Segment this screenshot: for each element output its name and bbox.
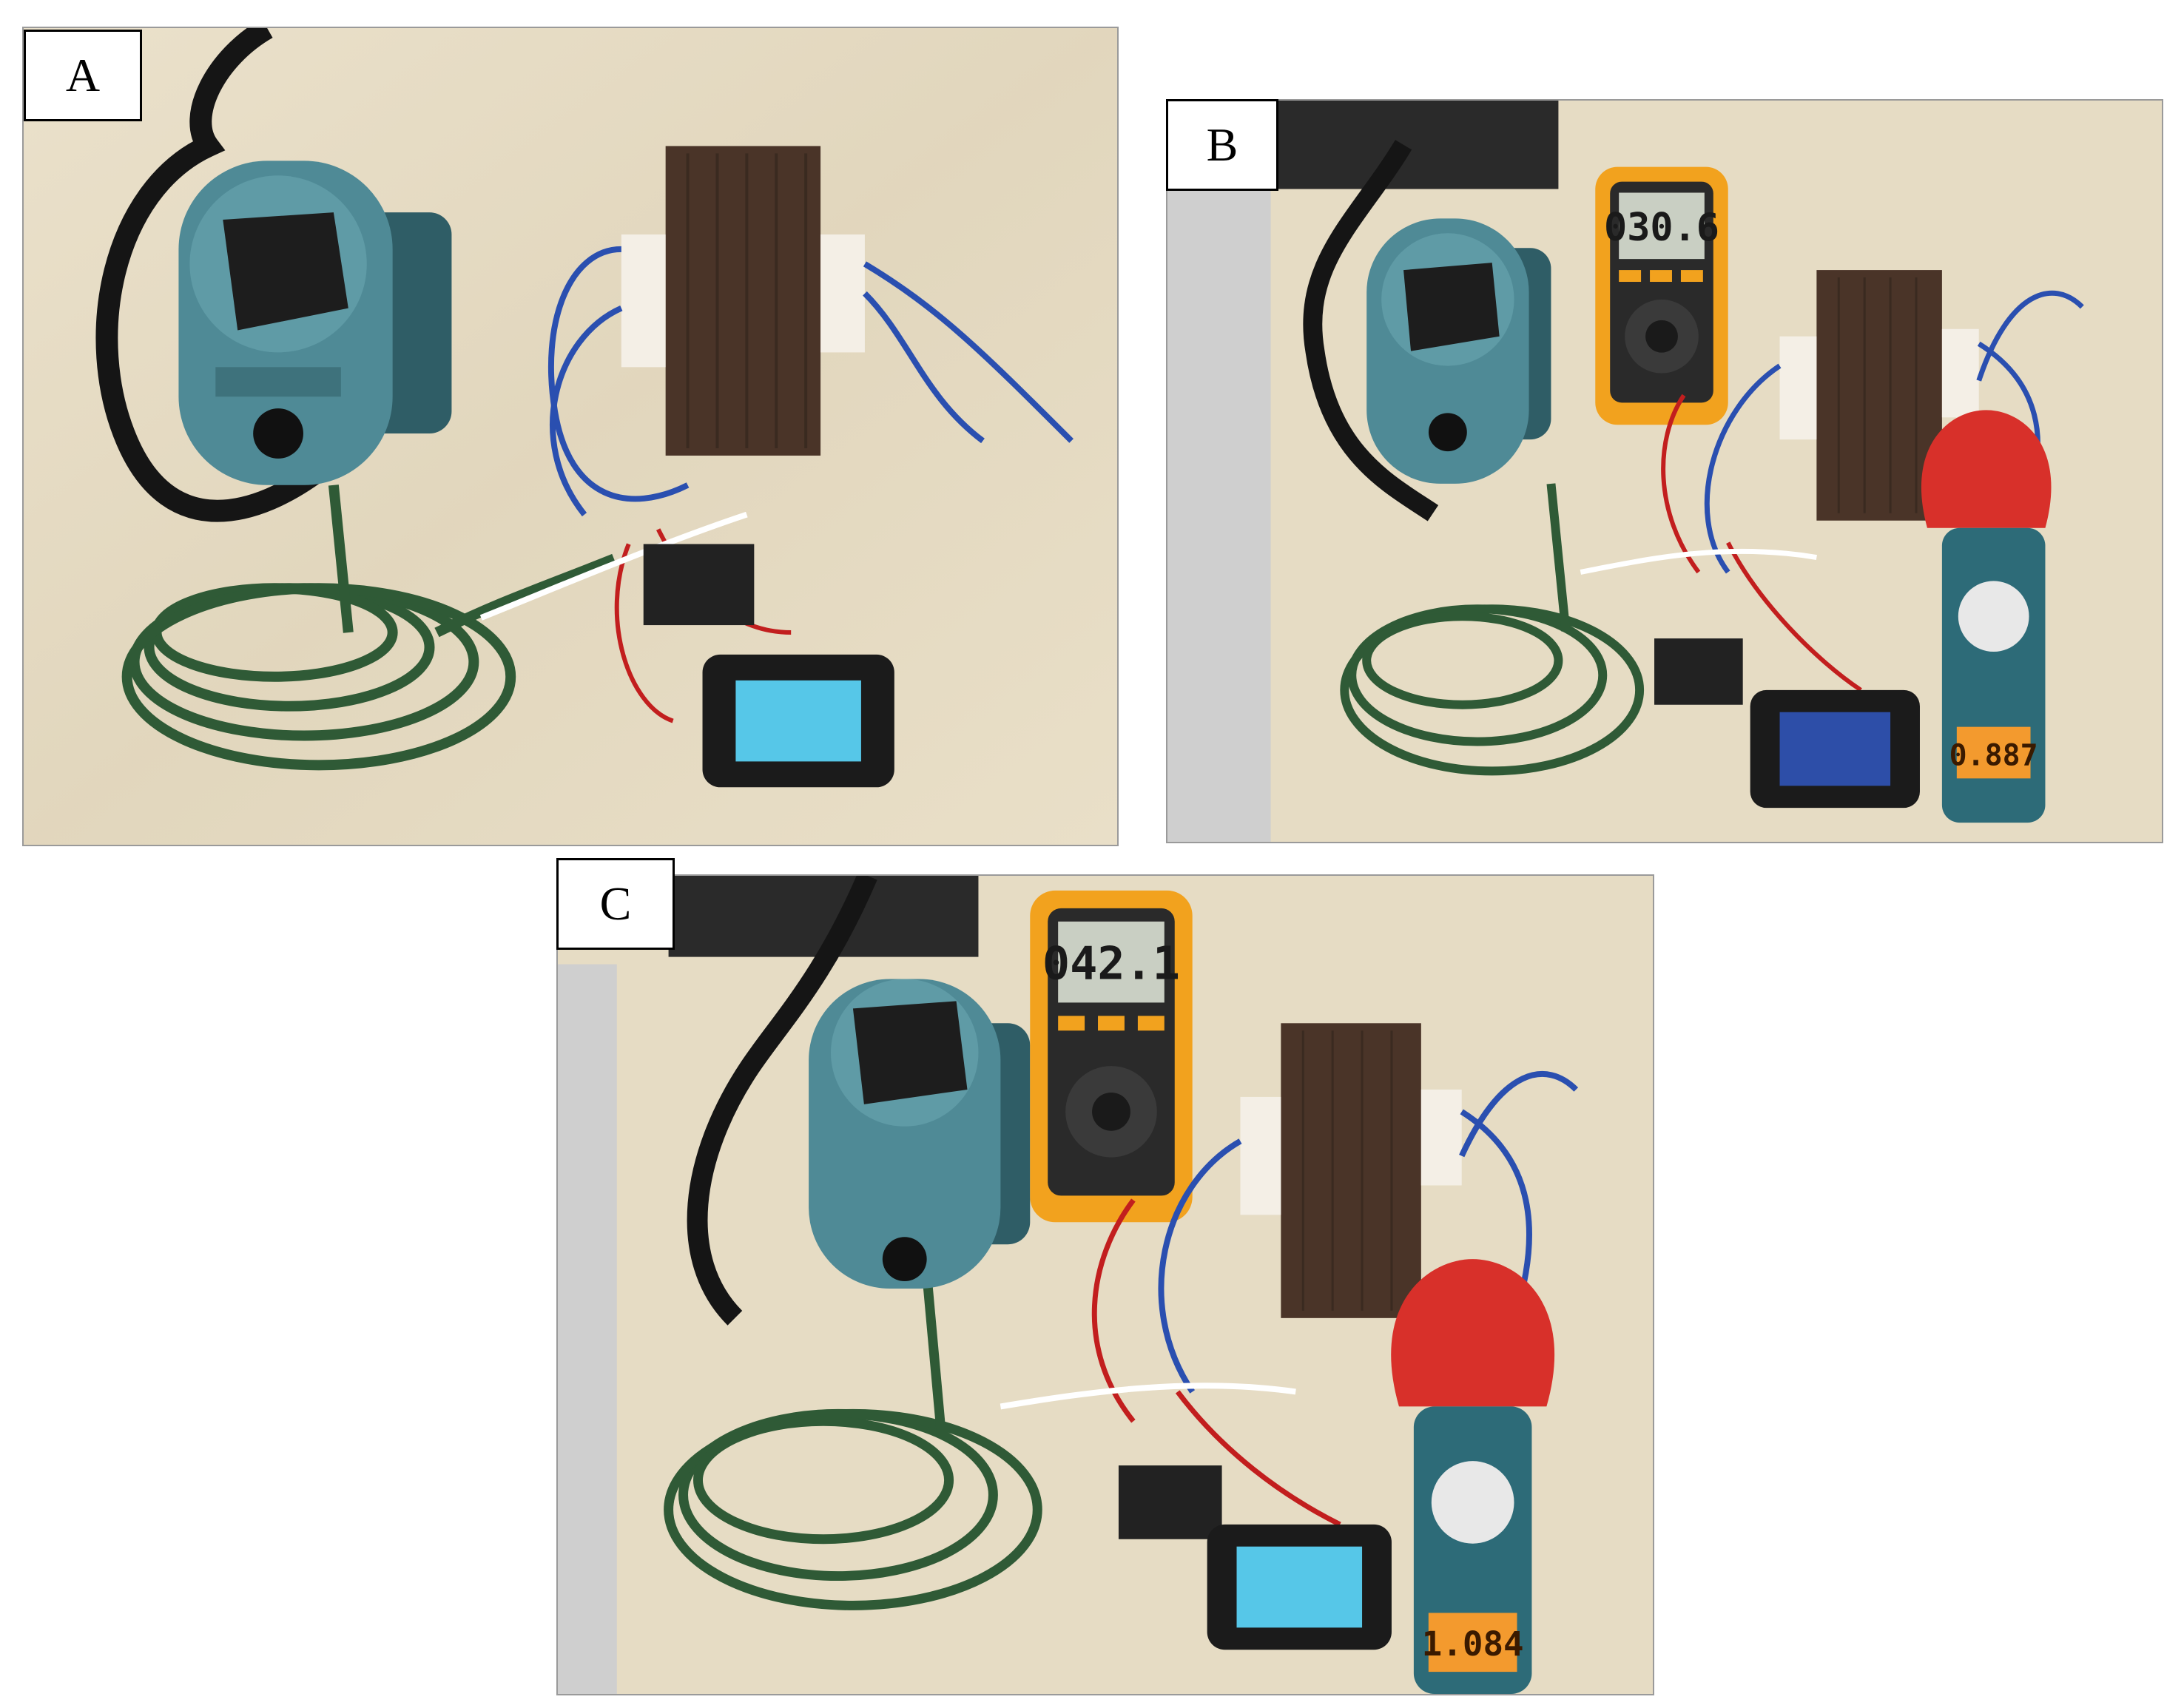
- transformer-icon: [1281, 1023, 1421, 1318]
- power-cord: [687, 876, 877, 1326]
- green-cable-coil: [1340, 483, 1645, 776]
- panel-label-c: C: [556, 858, 675, 950]
- breaker-box: [643, 544, 755, 626]
- clamp-meter-icon: 1.084: [1391, 1259, 1555, 1694]
- photo-panel-b: 030.6: [1166, 99, 2163, 843]
- variac-icon: [809, 979, 1031, 1289]
- multimeter-reading: 030.6: [1604, 206, 1719, 250]
- power-meter-icon: [1750, 689, 1920, 809]
- transformer-icon: [665, 146, 821, 456]
- multimeter-icon: 030.6: [1595, 166, 1728, 425]
- green-cable-coil: [121, 485, 616, 771]
- clamp-meter-reading: 1.084: [1422, 1624, 1524, 1664]
- panel-label-b: B: [1166, 99, 1278, 191]
- power-meter-icon: [702, 654, 894, 788]
- clamp-meter-icon: 0.887: [1921, 410, 2052, 823]
- clamp-meter-reading: 0.887: [1949, 738, 2038, 772]
- transformer-icon: [1816, 270, 1942, 521]
- multimeter-reading: 042.1: [1042, 937, 1180, 990]
- power-cord: [95, 28, 326, 522]
- terminals: [621, 234, 865, 368]
- power-meter-icon: [1207, 1524, 1392, 1650]
- breaker-box: [1654, 638, 1743, 705]
- panel-label-a: A: [24, 30, 142, 121]
- breaker-box: [1118, 1465, 1222, 1539]
- wires: [547, 246, 1074, 517]
- variac-icon: [178, 161, 452, 485]
- power-cord: [1303, 140, 1439, 521]
- photo-panel-c: 042.1: [556, 874, 1654, 1695]
- green-cable-coil: [664, 1273, 1042, 1610]
- panel-b-scene: 030.6: [1167, 101, 2162, 842]
- photo-panel-a: [22, 27, 1119, 846]
- panel-a-scene: [24, 28, 1117, 845]
- variac-icon: [1366, 218, 1551, 484]
- multimeter-icon: 042.1: [1030, 890, 1193, 1223]
- panel-c-scene: 042.1: [558, 876, 1653, 1694]
